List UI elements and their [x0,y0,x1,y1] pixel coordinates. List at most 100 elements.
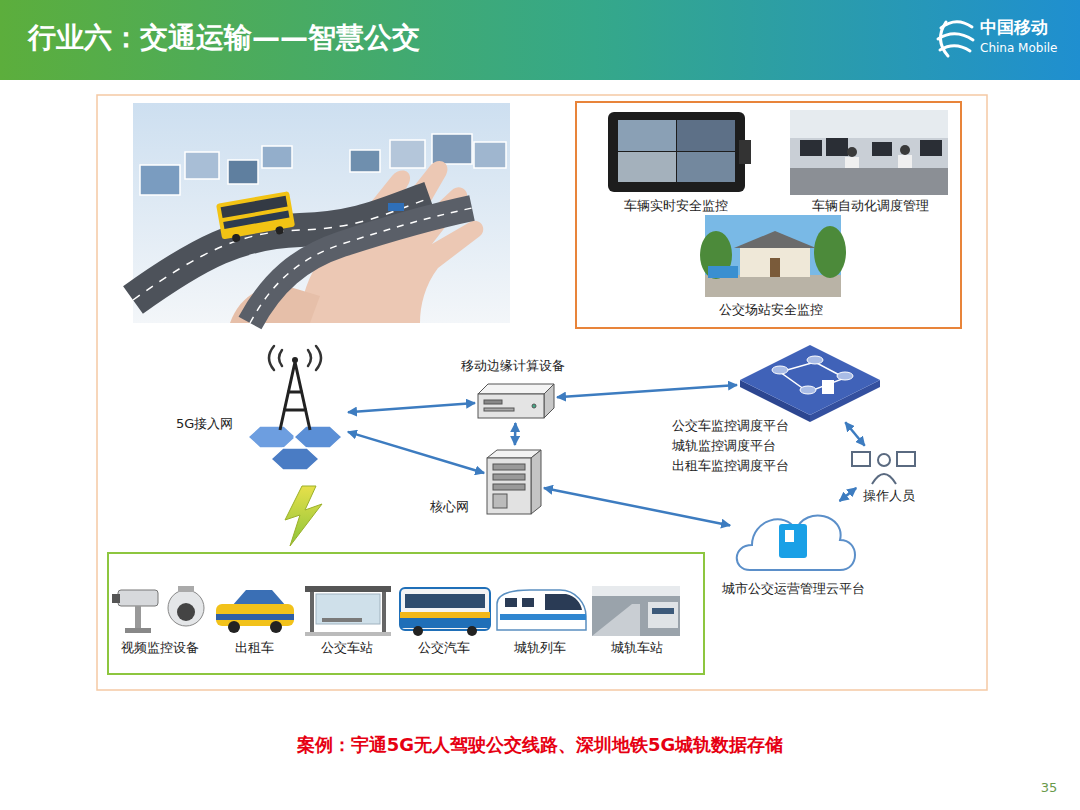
edge-computing-icon-part [544,384,554,418]
bus-depot-photo-part [740,247,810,277]
hand-road-illustration-part-part [140,165,180,195]
photo-panel: 车辆实时安全监控车辆自动化调度管理公交场站安全监控 [575,101,962,329]
metro-station-icon-part [592,586,680,636]
operator-icon-part [872,474,896,484]
operator-icon [852,452,915,484]
taxi-icon-part [228,621,240,633]
device-item: 公交汽车 [398,578,490,658]
5g-tower-icon-part [269,346,321,370]
bus-icon-part [467,626,477,636]
china-mobile-logo [938,22,973,56]
hand-road-illustration-part-part [432,134,472,164]
cloud-platform-icon-part [785,530,794,542]
monitoring-platform-icon-part-part [800,386,816,394]
connector-arrow [845,422,864,445]
metro-station-icon-part [592,604,640,636]
taxi-icon [216,590,294,633]
cloud-platform-icon [737,516,855,570]
node-label: 视频监控设备 [121,640,199,656]
edge-computing-icon-part [484,400,502,404]
connector-arrow [557,385,737,397]
dispatch-room-photo-part [826,138,848,156]
bus-icon-part [400,588,490,630]
hand-road-illustration-part-part [232,233,241,242]
china-mobile-logo-part [938,34,973,40]
metro-station-icon-part [652,608,674,614]
metro-train-icon-part [545,594,582,610]
taxi-icon-part [270,621,282,633]
dispatch-room-photo-part [898,155,912,170]
logo-text: China Mobile [980,41,1057,56]
node-label: 5G接入网 [176,416,233,432]
5g-tower-icon-part [292,357,298,363]
connector-arrow [544,488,730,525]
dispatch-room-photo-part [800,140,822,156]
monitoring-platform-icon-part [772,356,853,394]
core-network-icon-part [493,494,507,508]
device-item: 城轨列车 [493,578,585,658]
connector-arrow [348,432,484,473]
device-item: 出租车 [213,578,297,658]
page-number: 35 [1041,780,1058,796]
header-bar [0,0,1080,80]
core-network-icon [487,450,541,514]
vehicle-monitor-photo-part [618,152,676,182]
hand-road-illustration-part-part [262,146,292,168]
hand-road-illustration-part-part [185,152,219,179]
node-label: 出租车 [235,640,274,656]
monitoring-platform-icon-part-part [772,366,788,374]
5g-tower-icon-part-part [280,362,310,430]
operator-node: 操作人员 [850,448,915,486]
hand-road-illustration-part-part [474,142,506,168]
dispatch-room-photo [790,110,948,195]
node-label: 公交车监控调度平台 [672,418,789,434]
metro-train-icon [497,590,586,630]
cloud-platform-icon-part [779,524,807,558]
connector-arrow [348,403,475,412]
node-label: 操作人员 [863,488,915,504]
5g-tower-icon-part-part [248,426,296,448]
operator-icon-part [897,452,915,466]
header-bar-part [0,0,1080,80]
edge-computing-icon-part [478,394,544,418]
edge-computing-icon-part [478,384,554,394]
slide-title: 行业六：交通运输——智慧公交 [28,20,420,55]
vehicle-monitor-photo-part [739,140,751,164]
camera-icons-part [135,606,141,630]
bus-icon-part [400,618,490,628]
5g-tower-icon [248,346,342,470]
monitoring-platform-icon [740,345,880,422]
bus-depot-photo-part [770,258,780,277]
5g-tower-icon-part-part [316,346,321,370]
monitoring-platform-icon-part [740,345,880,415]
hand-road-illustration-part-part [350,150,380,172]
5g-tower-icon-part-part [269,346,274,370]
bus-depot-photo [700,215,846,297]
hand-road-illustration-part [388,203,404,211]
hand-road-illustration-part-part [216,191,295,239]
china-mobile-logo-part [940,22,948,56]
bus-depot-photo-part [705,275,841,297]
camera-icons-part [112,594,120,603]
node-label: 移动边缘计算设备 [461,358,565,374]
access-network-node: 5G接入网 [245,355,345,477]
bus-depot-photo-part [708,266,738,278]
bus-icon-part [400,612,490,618]
photo-item: 车辆实时安全监控 [608,110,745,220]
taxi-icon-part [216,614,294,620]
metro-train-icon-part [500,614,586,620]
main-panel-border [97,95,987,690]
node-label: 公交汽车 [418,640,470,656]
wireless-bolt [285,486,322,546]
vehicle-monitor-photo [608,112,751,192]
camera-icons-part [178,586,194,592]
edge-computing-node: 移动边缘计算设备 [478,380,554,420]
logo-text: 中国移动 [980,17,1048,38]
core-network-node: 核心网 [487,448,541,516]
cloud-platform-icon-part [737,516,855,570]
core-network-icon-part [487,458,531,514]
dispatch-room-photo-part [790,168,948,195]
bus-stop-icon-part [310,592,314,632]
